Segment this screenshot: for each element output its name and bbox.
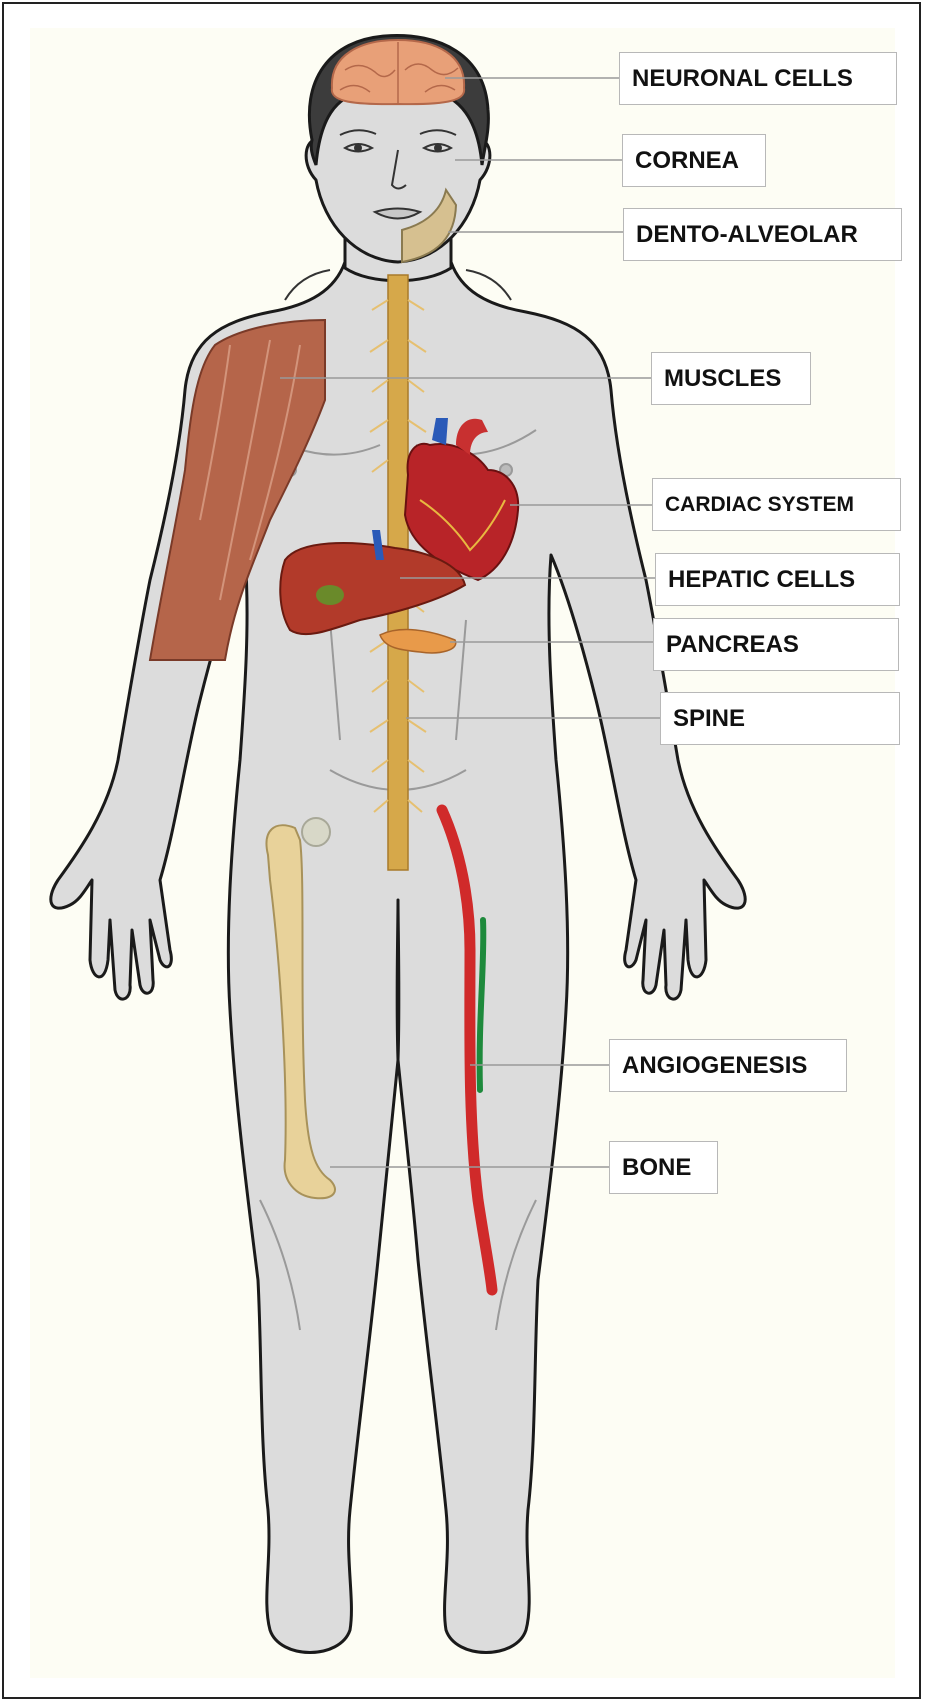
label-angiogenesis: ANGIOGENESIS xyxy=(609,1039,847,1092)
label-dento-alveolar: DENTO-ALVEOLAR xyxy=(623,208,902,261)
label-cornea: CORNEA xyxy=(622,134,766,187)
label-muscles: MUSCLES xyxy=(651,352,811,405)
label-neuronal-cells: NEURONAL CELLS xyxy=(619,52,897,105)
label-spine: SPINE xyxy=(660,692,900,745)
label-pancreas: PANCREAS xyxy=(653,618,899,671)
label-hepatic-cells: HEPATIC CELLS xyxy=(655,553,900,606)
label-cardiac-system: CARDIAC SYSTEM xyxy=(652,478,901,531)
label-bone: BONE xyxy=(609,1141,718,1194)
